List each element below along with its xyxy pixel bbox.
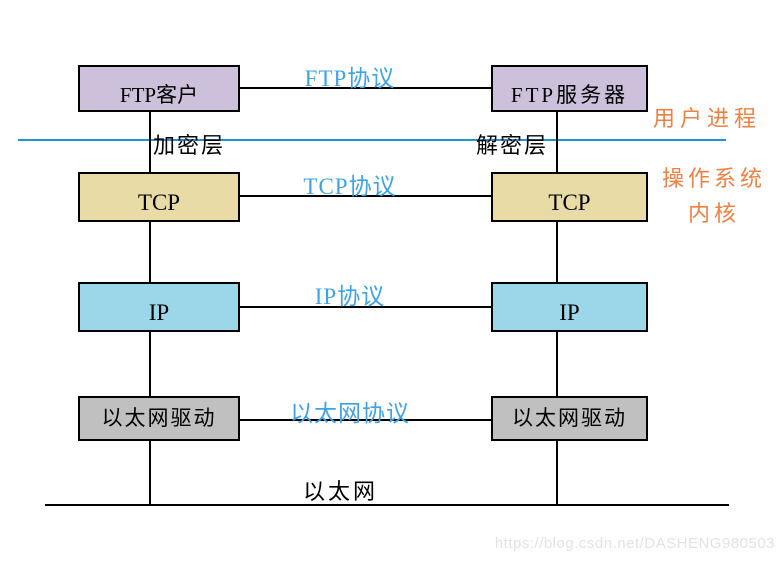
encryption-layer-label: 加密层 [153,133,226,158]
ethernet-driver-left-box: 以太网驱动 [78,396,240,441]
user-kernel-divider-line [18,139,726,141]
right-stack-line-3 [556,332,558,396]
ethernet-protocol-label: 以太网协议 [290,401,410,426]
tcp-protocol-line [240,195,491,197]
left-stack-line-4 [149,441,151,504]
ip-left-box: IP [78,282,240,332]
os-kernel-note-line2: 内核 [687,201,740,226]
tcp-left-box: TCP [78,172,240,222]
user-process-note: 用户进程 [653,106,762,131]
ethernet-protocol-line [240,419,491,421]
left-stack-line-3 [149,332,151,396]
tcp-right-box: TCP [491,172,648,222]
ip-protocol-line [240,306,491,308]
watermark-text: https://blog.csdn.net/DASHENG980503 [494,535,775,552]
right-stack-line-1 [556,112,558,172]
ethernet-bus-label: 以太网 [303,479,379,504]
ethernet-driver-right-box: 以太网驱动 [491,396,648,441]
ftp-protocol-label: FTP协议 [304,66,396,91]
left-stack-line-2 [149,222,151,282]
right-stack-line-4 [556,441,558,504]
os-kernel-note-line1: 操作系统 [661,166,766,191]
ftp-server-box: FTP服务器 [491,65,648,112]
right-stack-line-2 [556,222,558,282]
ethernet-bus-line [45,504,729,506]
tcp-protocol-label: TCP协议 [303,174,397,199]
os-kernel-note: 操作系统 内核 [648,161,780,231]
ip-protocol-label: IP协议 [314,284,386,309]
decryption-layer-label: 解密层 [476,133,549,158]
left-stack-line-1 [149,112,151,172]
ftp-protocol-line [240,87,491,89]
ftp-client-box: FTP客户 [78,65,240,112]
ip-right-box: IP [491,282,648,332]
